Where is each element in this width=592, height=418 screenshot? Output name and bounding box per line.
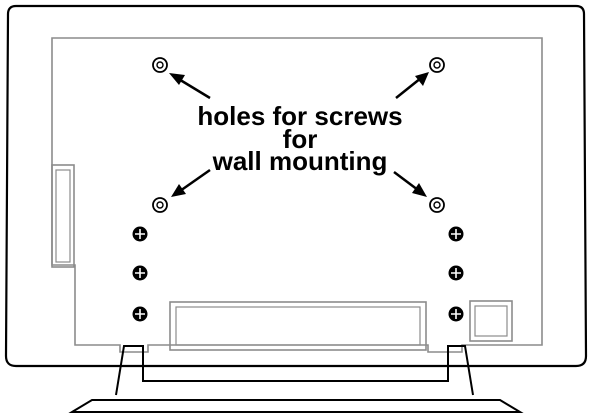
rear-panel — [51, 37, 543, 353]
caption-line-1: holes for screws — [197, 101, 402, 131]
side-connector-panel — [51, 164, 75, 268]
stand-neck — [115, 345, 474, 396]
stand-base — [68, 399, 524, 413]
side-connector-inner — [55, 169, 71, 263]
screw-right-3 — [448, 306, 464, 322]
screw-left-2 — [132, 265, 148, 281]
tv-housing — [4, 4, 588, 368]
arrow-bottom-right — [393, 171, 427, 197]
mounting-hole-middle-right — [429, 197, 445, 213]
arrow-top-right — [395, 72, 429, 99]
caption-line-2: for — [283, 124, 318, 154]
mounting-hole-middle-left — [152, 197, 168, 213]
power-box — [469, 300, 513, 342]
arrow-bottom-left — [171, 168, 211, 197]
caption-line-3: wall mounting — [212, 146, 388, 176]
power-box-inner — [474, 305, 508, 337]
mounting-hole-top-right — [429, 57, 445, 73]
arrow-top-left — [169, 73, 211, 100]
screw-left-3 — [132, 306, 148, 322]
screw-left-1 — [132, 226, 148, 242]
mounting-hole-top-left — [152, 57, 168, 73]
screw-right-2 — [448, 265, 464, 281]
bottom-connector-panel — [169, 301, 427, 351]
bottom-connector-inner — [175, 306, 421, 346]
screw-right-1 — [448, 226, 464, 242]
